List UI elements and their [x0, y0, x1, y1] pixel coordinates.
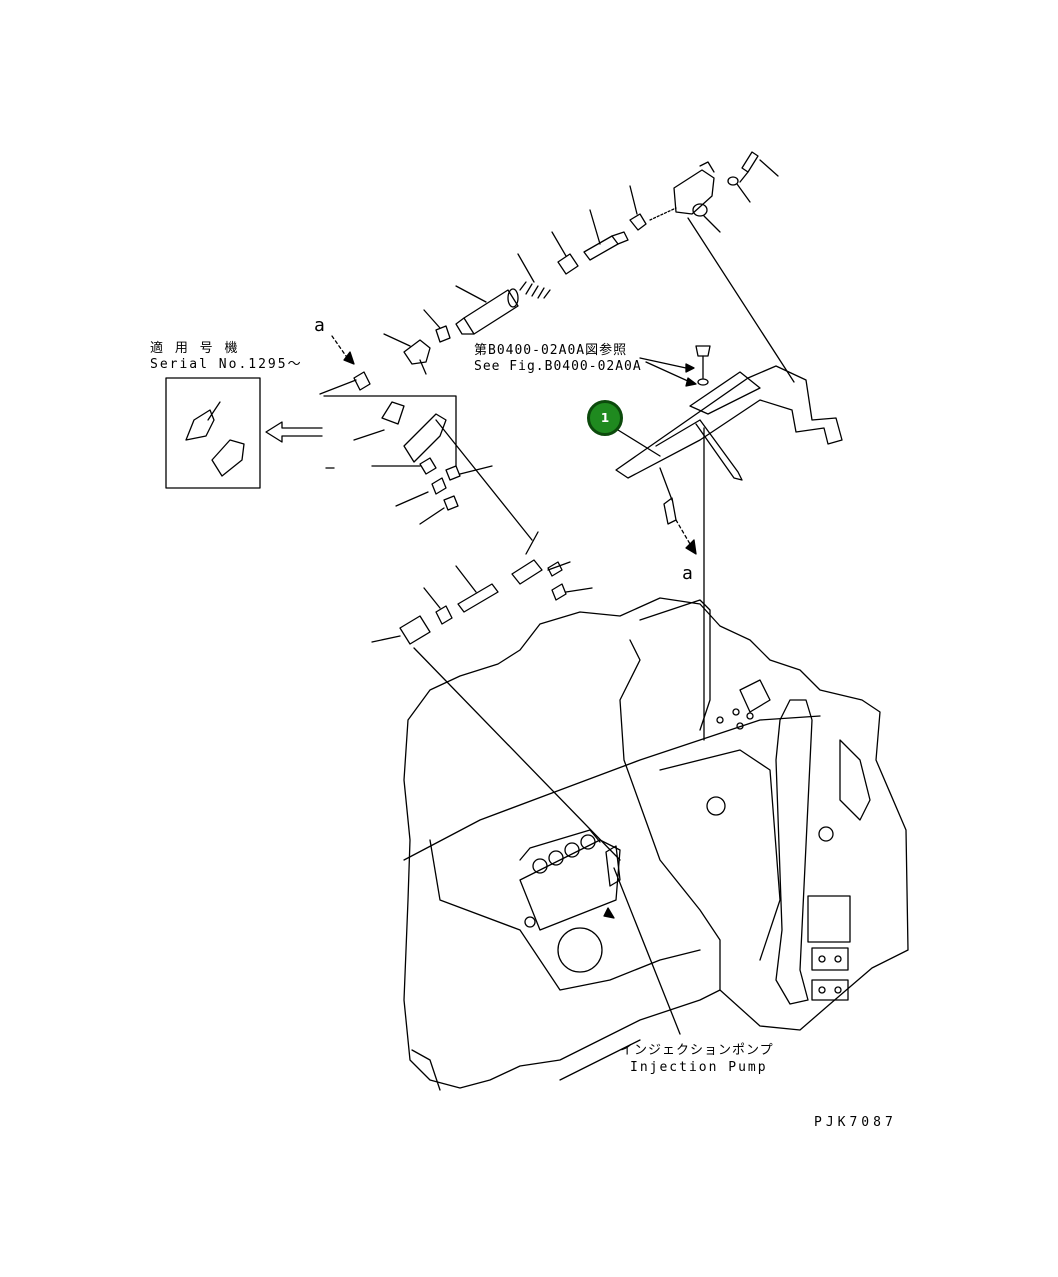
- lower-linkage-parts: [372, 420, 620, 860]
- reference-bolt: [640, 346, 710, 386]
- governor-linkage-exploded-parts: [384, 152, 778, 374]
- middle-cluster: [320, 372, 492, 524]
- serial-inset: [166, 378, 260, 488]
- view-a-label-top: a: [314, 315, 327, 336]
- washer: [728, 177, 750, 202]
- callout-part-1[interactable]: 1: [587, 400, 623, 436]
- callout-1-leader: [618, 430, 660, 456]
- view-a-label-mid: a: [682, 563, 695, 584]
- rod-end: [584, 210, 628, 260]
- elbow-joint: [384, 334, 430, 374]
- spring: [518, 254, 550, 298]
- nut-small: [424, 310, 450, 342]
- injection-pump-label-jp: インジェクションポンプ: [620, 1043, 774, 1058]
- cylinder: [456, 286, 518, 334]
- reference-label-en: See Fig.B0400-02A0A: [474, 359, 642, 374]
- nut-upper: [630, 186, 646, 230]
- injection-pump-label-en: Injection Pump: [630, 1060, 768, 1075]
- arrow-a-top: [332, 336, 354, 364]
- adjusting-nut: [552, 232, 578, 274]
- arrow-to-inset: [266, 422, 322, 442]
- reference-label-jp: 第B0400-02A0A図参照: [474, 343, 628, 358]
- bolt-top-right: [740, 152, 778, 182]
- serial-label-jp: 適 用 号 機: [150, 341, 240, 356]
- ball-joint-assembly: [650, 162, 720, 232]
- serial-label-en: Serial No.1295～: [150, 357, 303, 372]
- bracket-assembly: [616, 218, 842, 740]
- engine-block: [404, 598, 908, 1090]
- drawing-number: PJK7087: [814, 1115, 897, 1130]
